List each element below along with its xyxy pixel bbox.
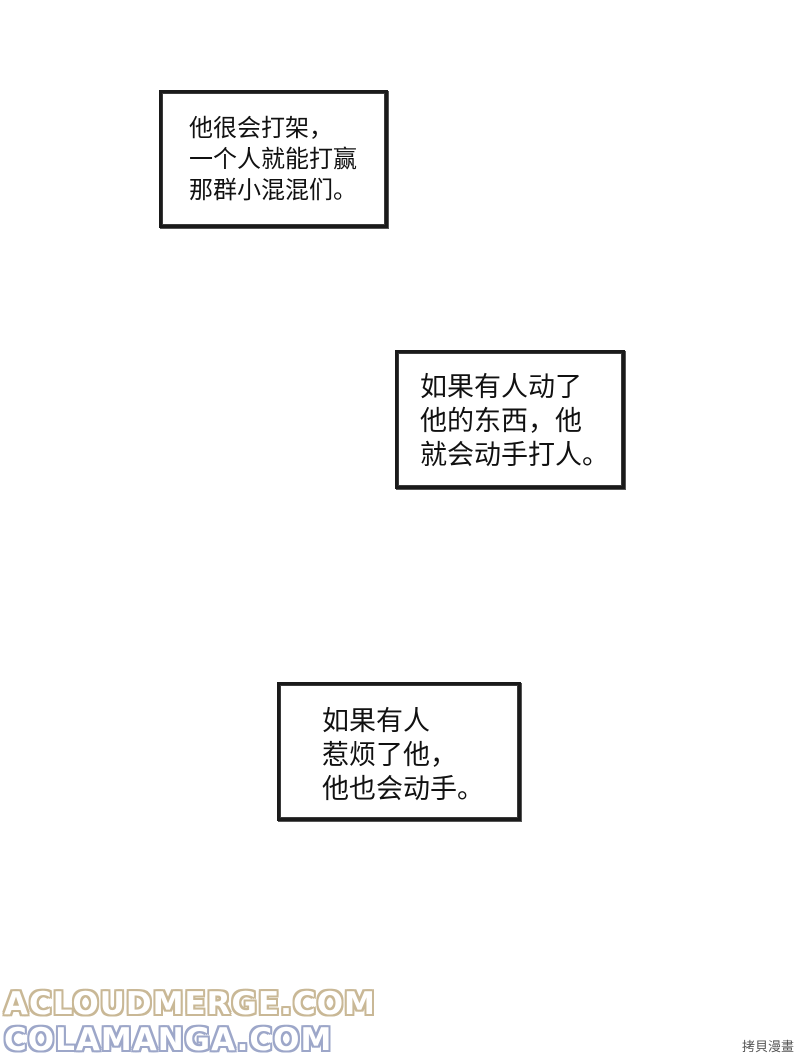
caption-box-2: 如果有人动了 他的东西，他 就会动手打人。: [395, 350, 625, 489]
caption-text-3: 如果有人 惹烦了他， 他也会动手。: [322, 706, 484, 805]
caption-text-1: 他很会打架， 一个人就能打赢 那群小混混们。: [189, 114, 357, 204]
caption-box-1: 他很会打架， 一个人就能打赢 那群小混混们。: [159, 90, 388, 228]
watermark-acloudmerge: ACLOUDMERGE.COM: [4, 986, 376, 1022]
caption-text-2: 如果有人动了 他的东西，他 就会动手打人。: [420, 372, 609, 471]
corner-watermark: 拷貝漫畫: [741, 1040, 794, 1055]
watermark-colamanga: COLAMANGA.COM: [4, 1022, 333, 1058]
caption-box-3: 如果有人 惹烦了他， 他也会动手。: [277, 682, 521, 821]
